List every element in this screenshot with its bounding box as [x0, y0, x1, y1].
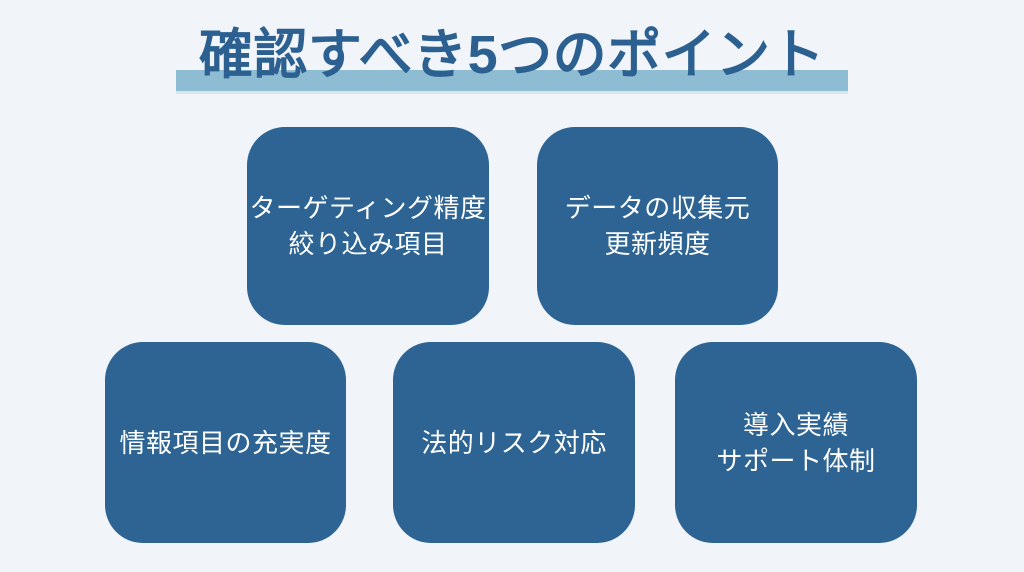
- card-track-record: 導入実績 サポート体制: [675, 342, 917, 543]
- card-line: 導入実績: [742, 409, 849, 440]
- card-line: データの収集元: [564, 193, 751, 223]
- card-line: 情報項目の充実度: [119, 427, 332, 458]
- title-section: 確認すべき5つのポイント: [0, 0, 1024, 110]
- page-title: 確認すべき5つのポイント: [198, 25, 826, 85]
- card-line: サポート体制: [716, 445, 876, 476]
- card-info-richness: 情報項目の充実度: [105, 342, 346, 543]
- card-line: 法的リスク対応: [421, 427, 607, 458]
- card-line: 絞り込み項目: [288, 229, 448, 259]
- card-line: ターゲティング精度: [249, 193, 487, 223]
- card-targeting-accuracy: ターゲティング精度 絞り込み項目: [247, 127, 489, 325]
- card-legal-risk: 法的リスク対応: [393, 342, 635, 543]
- card-line: 更新頻度: [604, 229, 711, 259]
- card-data-source: データの収集元 更新頻度: [537, 127, 778, 325]
- title-highlight-bar: [176, 70, 848, 94]
